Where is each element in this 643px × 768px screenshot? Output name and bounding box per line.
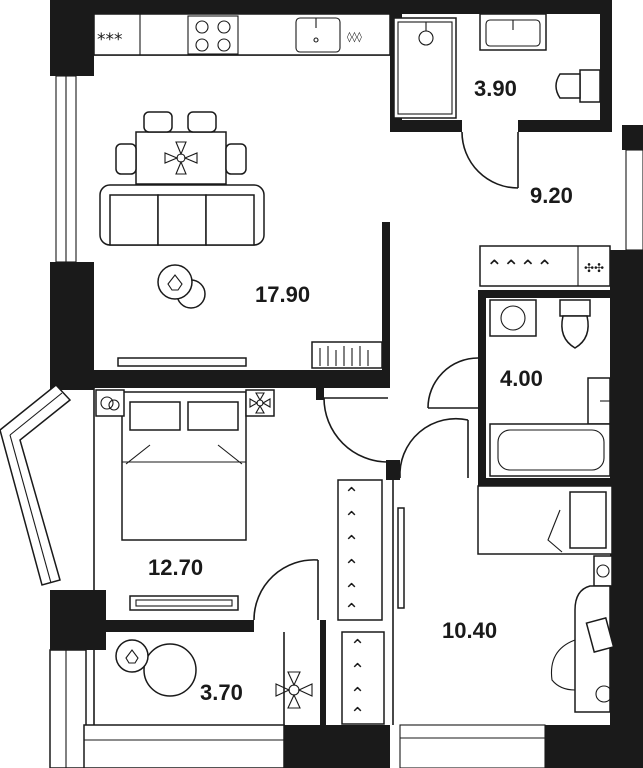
doors — [253, 131, 519, 621]
dishwasher-icon: ◊◊◊ — [347, 31, 362, 43]
wardrobe: ⌃⌃⌃⌃ ✣✣ — [479, 245, 611, 287]
nightstand-right — [245, 389, 275, 417]
sink-icon — [587, 377, 611, 425]
svg-text:⌃: ⌃ — [344, 556, 359, 577]
area-label-living-kitchen: 17.90 — [255, 282, 310, 307]
area-label-bathroom: 4.00 — [500, 366, 543, 391]
hanger-icon: ⌃ — [344, 484, 359, 505]
svg-text:⌃: ⌃ — [350, 636, 365, 657]
plant-icon — [275, 671, 313, 709]
sink-icon — [295, 17, 341, 53]
area-label-bathroom-top: 3.90 — [474, 76, 517, 101]
floor-lamp-icon — [157, 264, 206, 309]
washing-machine-icon — [489, 299, 537, 337]
toilet-icon — [559, 299, 591, 349]
sofa-icon — [99, 184, 265, 246]
mirror — [397, 507, 405, 609]
toilet-icon — [555, 69, 601, 103]
shower-icon — [393, 17, 457, 119]
area-label-bedroom: 12.70 — [148, 555, 203, 580]
bookshelf-icon — [311, 341, 383, 369]
hanger-icon: ⌃⌃⌃⌃ — [486, 255, 553, 279]
svg-text:⌃: ⌃ — [350, 660, 365, 681]
area-label-bedroom-2: 10.40 — [442, 618, 497, 643]
desk-icon — [550, 585, 615, 713]
tv-unit-icon — [129, 595, 239, 611]
svg-text:⌃: ⌃ — [350, 684, 365, 705]
svg-text:⌃: ⌃ — [350, 704, 365, 725]
svg-text:⌃: ⌃ — [344, 600, 359, 621]
fridge-icon: *** — [97, 30, 123, 50]
dining-table-icon — [115, 111, 247, 185]
bathtub-icon — [489, 423, 611, 477]
area-label-balcony: 3.70 — [200, 680, 243, 705]
armchair-icon — [115, 639, 197, 697]
area-label-hallway: 9.20 — [530, 183, 573, 208]
svg-text:⌃: ⌃ — [344, 508, 359, 529]
tv-unit-icon — [117, 357, 247, 367]
closet: ⌃ ⌃ ⌃ ⌃ ⌃ ⌃ ⌃ ⌃ ⌃ ⌃ — [337, 479, 385, 725]
sink-icon — [479, 13, 547, 51]
bed-icon — [121, 391, 247, 541]
bed-icon — [477, 485, 613, 555]
kitchen-counter: *** ◊◊◊ — [93, 13, 391, 56]
stove-icon — [187, 15, 239, 55]
svg-text:⌃: ⌃ — [344, 580, 359, 601]
shoe-rack-icon: ✣✣ — [584, 261, 604, 275]
plant-icon — [249, 392, 271, 414]
svg-text:⌃: ⌃ — [344, 532, 359, 553]
plant-icon — [164, 141, 198, 175]
